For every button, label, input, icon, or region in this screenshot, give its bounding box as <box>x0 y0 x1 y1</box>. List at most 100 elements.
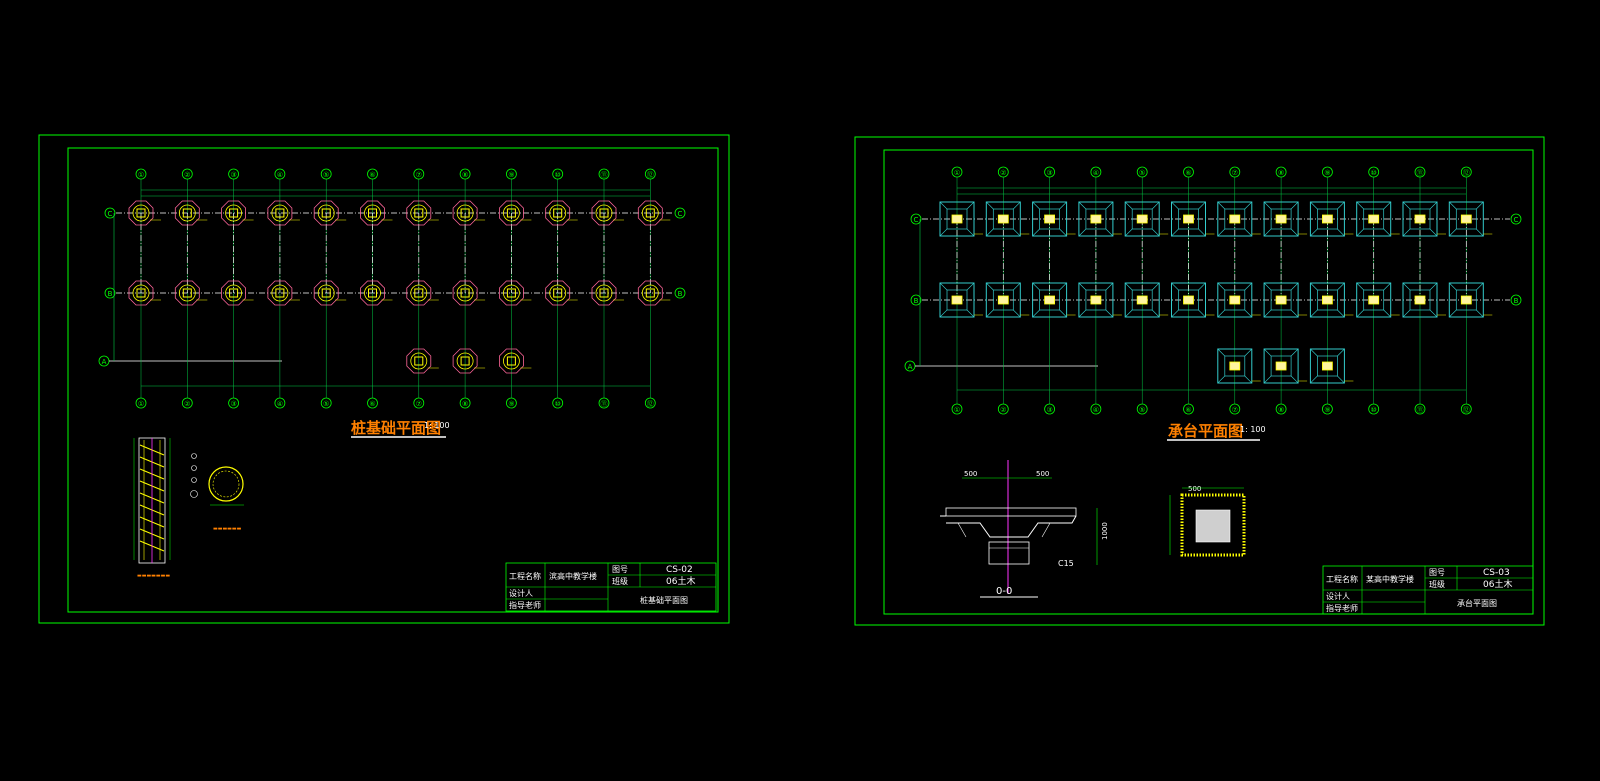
column-axis-bubble <box>1183 403 1194 415</box>
pile-cap-outline <box>452 348 478 374</box>
pile-circle <box>502 284 520 302</box>
cap-slope-lines <box>939 282 975 318</box>
pile-circle <box>502 352 520 370</box>
column-axis-label: ④ <box>277 400 283 408</box>
cap-outer <box>1032 282 1068 318</box>
cap-slope-lines <box>1402 201 1438 237</box>
cap-dim-500-left: 500 <box>964 470 977 478</box>
column-axis-bubble <box>1460 166 1472 178</box>
column-axis-bubble <box>459 168 471 180</box>
column-axis-label: ⑤ <box>323 400 329 408</box>
column-axis-label: ① <box>138 400 144 408</box>
column-square <box>275 288 285 298</box>
column-axis-label: ④ <box>277 171 283 179</box>
pile-cap-outline <box>128 280 154 306</box>
column-axis-label: ① <box>954 169 960 177</box>
cap-column <box>1414 295 1426 305</box>
cap-outer <box>1356 282 1392 318</box>
pile-cap-outline <box>360 200 385 226</box>
column-axis-bubble <box>1414 403 1426 415</box>
column-axis-label: ⑨ <box>1324 406 1330 414</box>
cap-c15: C15 <box>1058 559 1074 568</box>
right-tb-class-label: 班级 <box>1429 579 1445 589</box>
column-square <box>599 288 609 298</box>
column-axis-label: ⑨ <box>1324 169 1330 177</box>
left-tb-class-label: 班级 <box>612 576 628 586</box>
right-tb-drawing-no-label: 图号 <box>1429 568 1445 577</box>
cap-column <box>1275 214 1287 224</box>
column-axis-bubble <box>951 166 963 178</box>
column-axis-label: ⑪ <box>601 171 608 179</box>
row-axis-label: B <box>914 297 919 305</box>
cap-column <box>951 295 963 305</box>
column-square <box>460 356 470 366</box>
pile-section-detail: ▬▬▬▬▬▬▬ <box>133 437 170 579</box>
left-sheet-title: 桩基础平面图 <box>351 419 441 437</box>
column-axis-bubble <box>1090 403 1102 415</box>
pile-cap-outline <box>360 280 385 306</box>
column-axis-bubble <box>1322 166 1333 178</box>
cap-slope-lines <box>1078 282 1114 318</box>
pile-circle <box>271 204 289 222</box>
cap-slope-lines <box>1078 201 1114 237</box>
column-square <box>460 208 470 218</box>
right-tb-drawing-name: 承台平面图 <box>1457 598 1497 608</box>
column-square <box>414 356 424 366</box>
column-axis-bubble <box>320 397 332 409</box>
left-tb-project-name: 滨高中教学楼 <box>549 571 597 581</box>
column-axis-bubble <box>598 397 610 409</box>
pile-cap-outline <box>406 348 432 374</box>
cap-column <box>1275 361 1287 371</box>
column-square <box>368 288 377 298</box>
pile-cross-section: ▬▬▬▬▬▬ <box>190 453 244 532</box>
cap-inner <box>1178 208 1199 230</box>
column-axis-label: ⑨ <box>508 400 514 408</box>
column-axis-label: ③ <box>230 171 236 179</box>
cap-column <box>1183 295 1194 305</box>
column-axis-bubble <box>1275 166 1287 178</box>
pile-circle <box>549 204 567 222</box>
column-square <box>229 208 239 218</box>
column-axis-bubble <box>181 168 193 180</box>
svg-text:▬▬▬▬▬▬▬: ▬▬▬▬▬▬▬ <box>137 573 170 579</box>
column-axis-label: ⑧ <box>1278 406 1284 414</box>
pile-circle <box>641 204 659 222</box>
column-square <box>553 288 563 298</box>
cap-column <box>1322 361 1333 371</box>
cap-inner <box>1317 289 1338 311</box>
column-axis-bubble <box>1044 403 1055 415</box>
cap-slope-lines <box>1402 282 1438 318</box>
column-square <box>645 288 655 298</box>
pile-circle <box>132 284 150 302</box>
column-axis-label: ⑪ <box>1417 169 1424 177</box>
cap-inner <box>1039 289 1060 311</box>
row-axis-label: C <box>914 216 919 224</box>
pile-cap-outline <box>221 280 247 306</box>
column-square <box>506 208 516 218</box>
cap-column <box>1460 295 1472 305</box>
pile-cap-outline <box>545 280 571 306</box>
column-axis-label: ⑦ <box>416 171 422 179</box>
column-axis-label: ⑥ <box>1185 406 1191 414</box>
cap-section-title: 0-0 <box>996 586 1012 597</box>
column-axis-bubble <box>1229 166 1241 178</box>
pile-circle <box>456 204 474 222</box>
pile-circle <box>410 204 428 222</box>
cap-inner <box>946 289 968 311</box>
column-axis-bubble <box>997 403 1009 415</box>
cap-outer <box>985 282 1021 318</box>
cap-column <box>1275 295 1287 305</box>
pile-circle <box>178 204 196 222</box>
column-axis-bubble <box>997 166 1009 178</box>
cap-column <box>1229 361 1241 371</box>
column-axis-bubble <box>1368 403 1380 415</box>
cap-outer <box>1217 282 1253 318</box>
column-square <box>645 208 655 218</box>
column-axis-bubble <box>1229 403 1241 415</box>
column-axis-label: ⑩ <box>555 400 561 408</box>
column-axis-label: ⑫ <box>1463 406 1470 414</box>
column-axis-label: ⑪ <box>1417 406 1424 414</box>
pile-cap-outline <box>406 280 432 306</box>
